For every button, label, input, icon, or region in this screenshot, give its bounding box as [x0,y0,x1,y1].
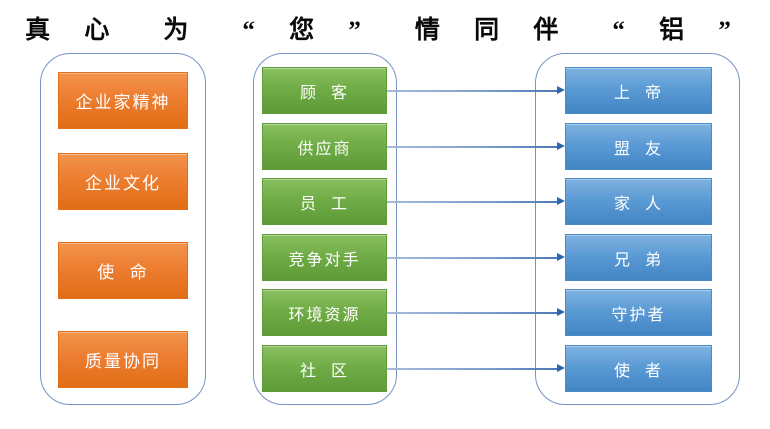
title-segment: “ 铝 ” [612,17,745,44]
arrowhead-icon [557,86,565,94]
values-panel-outline [40,53,206,405]
arrow-supplier-to-ally [387,142,565,151]
arrow-competitor-to-brother [387,253,565,262]
title-segment: 情 同 伴 [414,17,573,44]
box-corporate-culture: 企业文化 [58,153,188,210]
title-segment: 真 心 [25,17,124,44]
roles-panel-outline [535,53,740,405]
arrow-line [387,201,557,203]
box-competitor: 竞争对手 [262,234,387,281]
arrow-line [387,368,557,370]
stakeholders-panel-outline [253,53,397,405]
arrow-line [387,90,557,92]
arrow-environment-to-guardian [387,308,565,317]
arrow-employee-to-family [387,197,565,206]
arrowhead-icon [557,142,565,150]
arrow-community-to-messenger [387,364,565,373]
box-brother: 兄 弟 [565,234,712,281]
box-environment: 环境资源 [262,289,387,336]
arrowhead-icon [557,308,565,316]
title-segment: 为 [163,17,203,44]
box-quality-synergy: 质量协同 [58,331,188,388]
arrow-customer-to-god [387,86,565,95]
box-entrepreneur-spirit: 企业家精神 [58,72,188,129]
box-family: 家 人 [565,178,712,225]
arrowhead-icon [557,364,565,372]
arrow-line [387,257,557,259]
box-community: 社 区 [262,345,387,392]
arrowhead-icon [557,253,565,261]
box-ally: 盟 友 [565,123,712,170]
arrow-line [387,146,557,148]
arrowhead-icon [557,197,565,205]
box-supplier: 供应商 [262,123,387,170]
page-title: 真 心 为 “ 您 ” 情 同 伴 “ 铝 ” [0,8,770,48]
box-god: 上 帝 [565,67,712,114]
box-employee: 员 工 [262,178,387,225]
title-segment: “ 您 ” [242,17,375,44]
box-customer: 顾 客 [262,67,387,114]
arrow-line [387,312,557,314]
box-messenger: 使 者 [565,345,712,392]
box-mission: 使 命 [58,242,188,299]
box-guardian: 守护者 [565,289,712,336]
